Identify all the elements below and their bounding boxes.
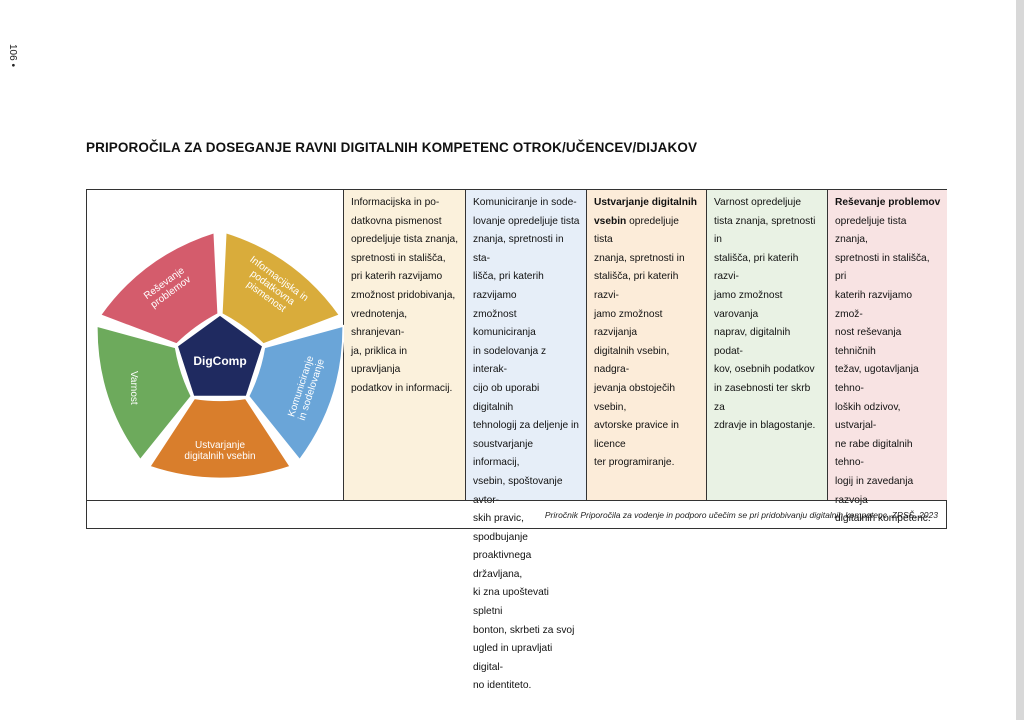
column-text-line: vrednotenja, shranjevan- [351, 308, 408, 339]
column-text-line: tista znanja, spretnosti in [714, 215, 816, 246]
column-text-line: lovanje opredeljuje tista [473, 215, 580, 227]
column-text-line: pri katerih razvijamo [351, 271, 443, 283]
digcomp-segment [148, 397, 292, 480]
table-footer: Priročnik Priporočila za vodenje in podp… [87, 500, 946, 528]
source-citation: Priročnik Priporočila za vodenje in podp… [544, 510, 938, 520]
column-text-line: ne rabe digitalnih tehno- [835, 438, 913, 469]
column-text-line: spretnosti in stališča, pri [835, 252, 930, 283]
column-text-line: cijo ob uporabi digitalnih [473, 382, 540, 413]
column-text-line: zmožnost komuniciranja [473, 308, 536, 339]
page-title: PRIPOROČILA ZA DOSEGANJE RAVNI DIGITALNI… [86, 140, 698, 155]
column-text-line: stališča, pri katerih razvi- [594, 271, 679, 301]
page-number: 106 • [7, 44, 18, 67]
column-text-line: ugled in upravljati digital- [473, 643, 553, 673]
column-text-line: loških odzivov, ustvarjal- [835, 401, 901, 432]
column-text-line: nost reševanja tehničnih [835, 327, 902, 357]
column-text-line: in zasebnosti ter skrb za [714, 382, 811, 413]
digcomp-center-label: DigComp [193, 354, 246, 368]
digcomp-segment [99, 231, 220, 346]
column-text-line: opredeljuje tista znanja, [351, 234, 459, 246]
column-text-line: lišča, pri katerih razvijamo [473, 271, 544, 301]
digcomp-diagram-cell: DigComp Informacijska inpodatkovnapismen… [87, 190, 345, 500]
column-text-line: datkovna pismenost [351, 215, 442, 227]
column-ustvarjanje: Ustvarjanje digitalnih vsebin opredeljuje… [587, 190, 707, 500]
column-text-line: znanja, spretnosti in [594, 252, 685, 264]
column-text-line: no identiteto. [473, 680, 532, 692]
column-text-line: jamo zmožnost varovanja [714, 289, 783, 320]
column-text-line: ja, priklica in upravljanja [351, 345, 408, 376]
column-text-line: digitalnih vsebin, nadgra- [594, 345, 670, 376]
column-text-line: bonton, skrbeti za svoj [473, 624, 575, 636]
column-text-line: ter programiranje. [594, 457, 675, 469]
digcomp-segment [247, 324, 345, 462]
column-text-line: podatkov in informacij. [351, 382, 453, 394]
column-text-line: ki zna upoštevati spletni [473, 587, 549, 618]
column-text-line: proaktivnega državljana, [473, 550, 532, 580]
column-informacijska: Informacijska in po-datkovna pismenost op… [344, 190, 466, 500]
column-text-line: in sodelovanja z interak- [473, 345, 547, 376]
column-text-line: zmožnost pridobivanja, [351, 289, 456, 301]
digcomp-segment-label: Varnost [128, 371, 139, 405]
competence-table: DigComp Informacijska inpodatkovnapismen… [86, 189, 947, 691]
column-text-line: Komuniciranje in sode- [473, 197, 577, 208]
column-text-line: težav, ugotavljanja tehno- [835, 364, 919, 394]
column-text-line: avtorske pravice in licence [594, 420, 679, 450]
column-lead: Ustvarjanje digitalnih [594, 197, 698, 208]
column-text-line: naprav, digitalnih podat- [714, 327, 791, 357]
column-text-line: katerih razvijamo zmož- [835, 289, 912, 320]
column-text-line: vsebin opredeljuje tista [594, 215, 679, 246]
column-text-line: Informacijska in po- [351, 197, 440, 208]
column-resevanje: Reševanje problemov opredeljuje tista zna… [828, 190, 947, 524]
digcomp-center [174, 312, 266, 399]
column-text-line: digitalnih kompetenc. [835, 513, 931, 525]
column-text-line: spretnosti in stališča, [351, 252, 446, 264]
column-varnost: Varnost opredeljuje tista znanja, spretno… [707, 190, 828, 500]
column-text-line: tehnologij za deljenje in [473, 420, 579, 432]
column-text-line: skih pravic, spodbujanje [473, 513, 528, 543]
column-text-line: kov, osebnih podatkov [714, 364, 815, 376]
column-text-line: znanja, spretnosti in sta- [473, 234, 564, 264]
page-edge [1016, 0, 1024, 720]
column-text-line: Varnost opredeljuje [714, 197, 802, 208]
column-text-line: jevanja obstoječih vsebin, [594, 382, 675, 413]
column-text-line: opredeljuje tista znanja, [835, 215, 907, 246]
column-text-line: stališča, pri katerih razvi- [714, 252, 799, 283]
column-text-line: zdravje in blagostanje. [714, 420, 816, 432]
digcomp-diagram: DigComp Informacijska inpodatkovnapismen… [95, 231, 345, 480]
column-lead: Reševanje problemov [835, 197, 941, 208]
digcomp-segment [220, 231, 341, 346]
column-komuniciranje: Komuniciranje in sode-lovanje opredeljuj… [466, 190, 587, 691]
column-text-line: soustvarjanje informacij, [473, 438, 534, 469]
digcomp-segment [95, 324, 193, 462]
column-text-line: jamo zmožnost razvijanja [594, 308, 663, 339]
